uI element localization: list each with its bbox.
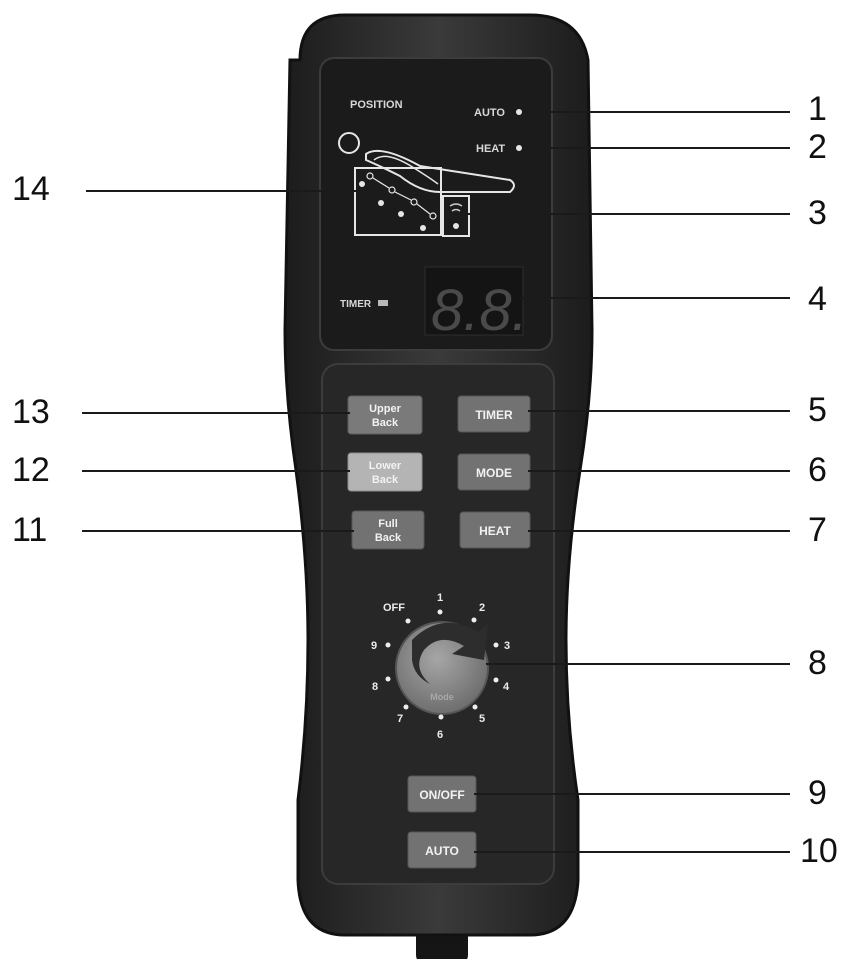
auto-indicator-label: AUTO (474, 107, 505, 119)
timer-button[interactable]: TIMER (457, 395, 531, 433)
callout-number-3: 3 (808, 194, 827, 232)
callout-number-8: 8 (808, 644, 827, 682)
heat-indicator-led (516, 145, 522, 151)
upper-back-label-2: Back (372, 417, 399, 429)
seven-segment-window (424, 266, 524, 336)
callout-number-2: 2 (808, 128, 827, 166)
heat-zone-frame (442, 195, 470, 237)
callout-number-7: 7 (808, 511, 827, 549)
callout-line-13 (82, 412, 350, 414)
mode-button[interactable]: MODE (457, 453, 531, 491)
full-back-label-1: Full (378, 518, 398, 530)
callout-line-7 (528, 530, 790, 532)
callout-number-9: 9 (808, 774, 827, 812)
full-back-button[interactable]: Full Back (351, 510, 425, 550)
callout-line-9 (474, 793, 790, 795)
dial-label-1: 1 (437, 592, 443, 604)
auto-button[interactable]: AUTO (407, 831, 477, 869)
heat-button[interactable]: HEAT (459, 511, 531, 549)
heat-button-label: HEAT (479, 524, 511, 538)
full-back-label-2: Back (375, 532, 402, 544)
callout-number-5: 5 (808, 391, 827, 429)
callout-line-5 (528, 410, 790, 412)
dial-label-8: 8 (372, 681, 378, 693)
lower-back-label-1: Lower (369, 460, 402, 472)
callout-line-10 (474, 851, 790, 853)
dial-arrow-icon (412, 622, 488, 684)
heat-zone-led (453, 223, 459, 229)
callout-number-4: 4 (808, 280, 827, 318)
dial-label-3: 3 (504, 640, 510, 652)
mode-button-label: MODE (476, 466, 512, 480)
callout-number-6: 6 (808, 451, 827, 489)
callout-line-8 (486, 663, 790, 665)
heat-wave-icon (449, 203, 463, 212)
dial-label-6: 6 (437, 729, 443, 741)
callout-line-12 (82, 470, 350, 472)
dial-label-5: 5 (479, 713, 485, 725)
callout-line-4 (520, 297, 790, 299)
callout-number-1: 1 (808, 90, 827, 128)
callout-number-14: 14 (12, 170, 50, 208)
auto-indicator-led (516, 109, 522, 115)
timer-label-marker (378, 300, 388, 306)
heat-indicator-label: HEAT (476, 143, 505, 155)
dial-knob-label: Mode (430, 692, 454, 702)
timer-button-label: TIMER (475, 408, 513, 422)
dial-label-7: 7 (397, 713, 403, 725)
callout-line-11 (82, 530, 354, 532)
dial-label-9: 9 (371, 640, 377, 652)
position-zone-frame (354, 167, 442, 236)
callout-number-13: 13 (12, 393, 50, 431)
lower-back-label-2: Back (372, 474, 399, 486)
position-leds (359, 181, 426, 231)
onoff-button-label: ON/OFF (419, 788, 464, 802)
dial-label-4: 4 (503, 681, 510, 693)
dial-label-2: 2 (479, 602, 485, 614)
callout-line-14 (86, 190, 356, 192)
upper-back-button[interactable]: Upper Back (347, 395, 423, 435)
dial-position-labels: OFF 1 2 3 4 5 6 7 8 9 (371, 592, 510, 741)
upper-back-label-1: Upper (369, 403, 402, 415)
lower-back-button[interactable]: Lower Back (347, 452, 423, 492)
callout-line-1 (522, 111, 790, 113)
dial-position-dots (385, 609, 499, 720)
onoff-button[interactable]: ON/OFF (407, 775, 477, 813)
callout-number-12: 12 (12, 451, 50, 489)
callout-line-6 (528, 470, 790, 472)
roller-track (366, 172, 437, 220)
callout-number-10: 10 (800, 832, 838, 870)
dial-label-off: OFF (383, 602, 405, 614)
callout-number-11: 11 (12, 511, 48, 549)
intensity-dial[interactable]: Mode (395, 621, 489, 715)
timer-display-label: TIMER (340, 299, 372, 310)
callout-line-2 (522, 147, 790, 149)
callout-line-3 (468, 213, 790, 215)
auto-button-label: AUTO (425, 844, 459, 858)
seven-segment-display: 8.8. (431, 278, 528, 343)
position-label: POSITION (350, 99, 403, 111)
